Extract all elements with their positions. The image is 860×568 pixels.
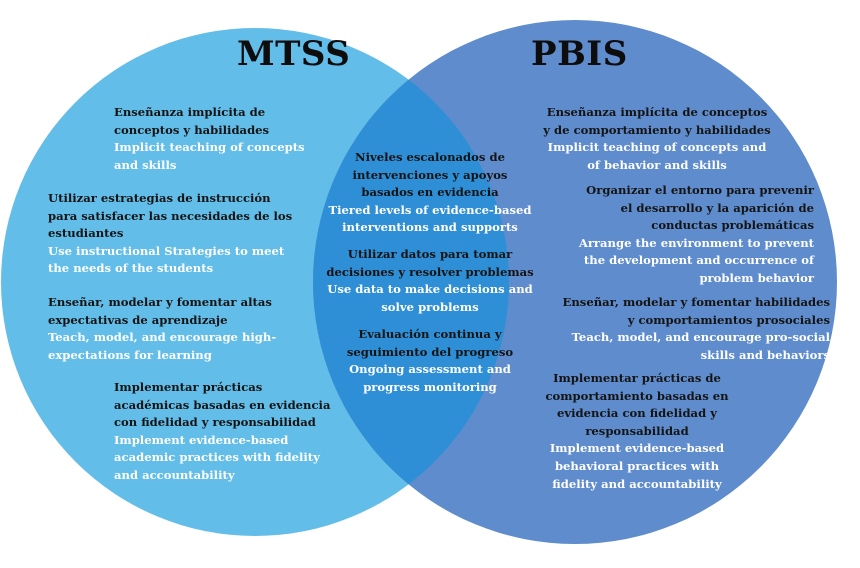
pbis-title: PBIS bbox=[531, 34, 628, 74]
overlap-region bbox=[313, 28, 509, 536]
mtss-item-en: Teach, model, and encourage high-expecta… bbox=[48, 330, 277, 362]
mtss-title: MTSS bbox=[237, 34, 351, 74]
